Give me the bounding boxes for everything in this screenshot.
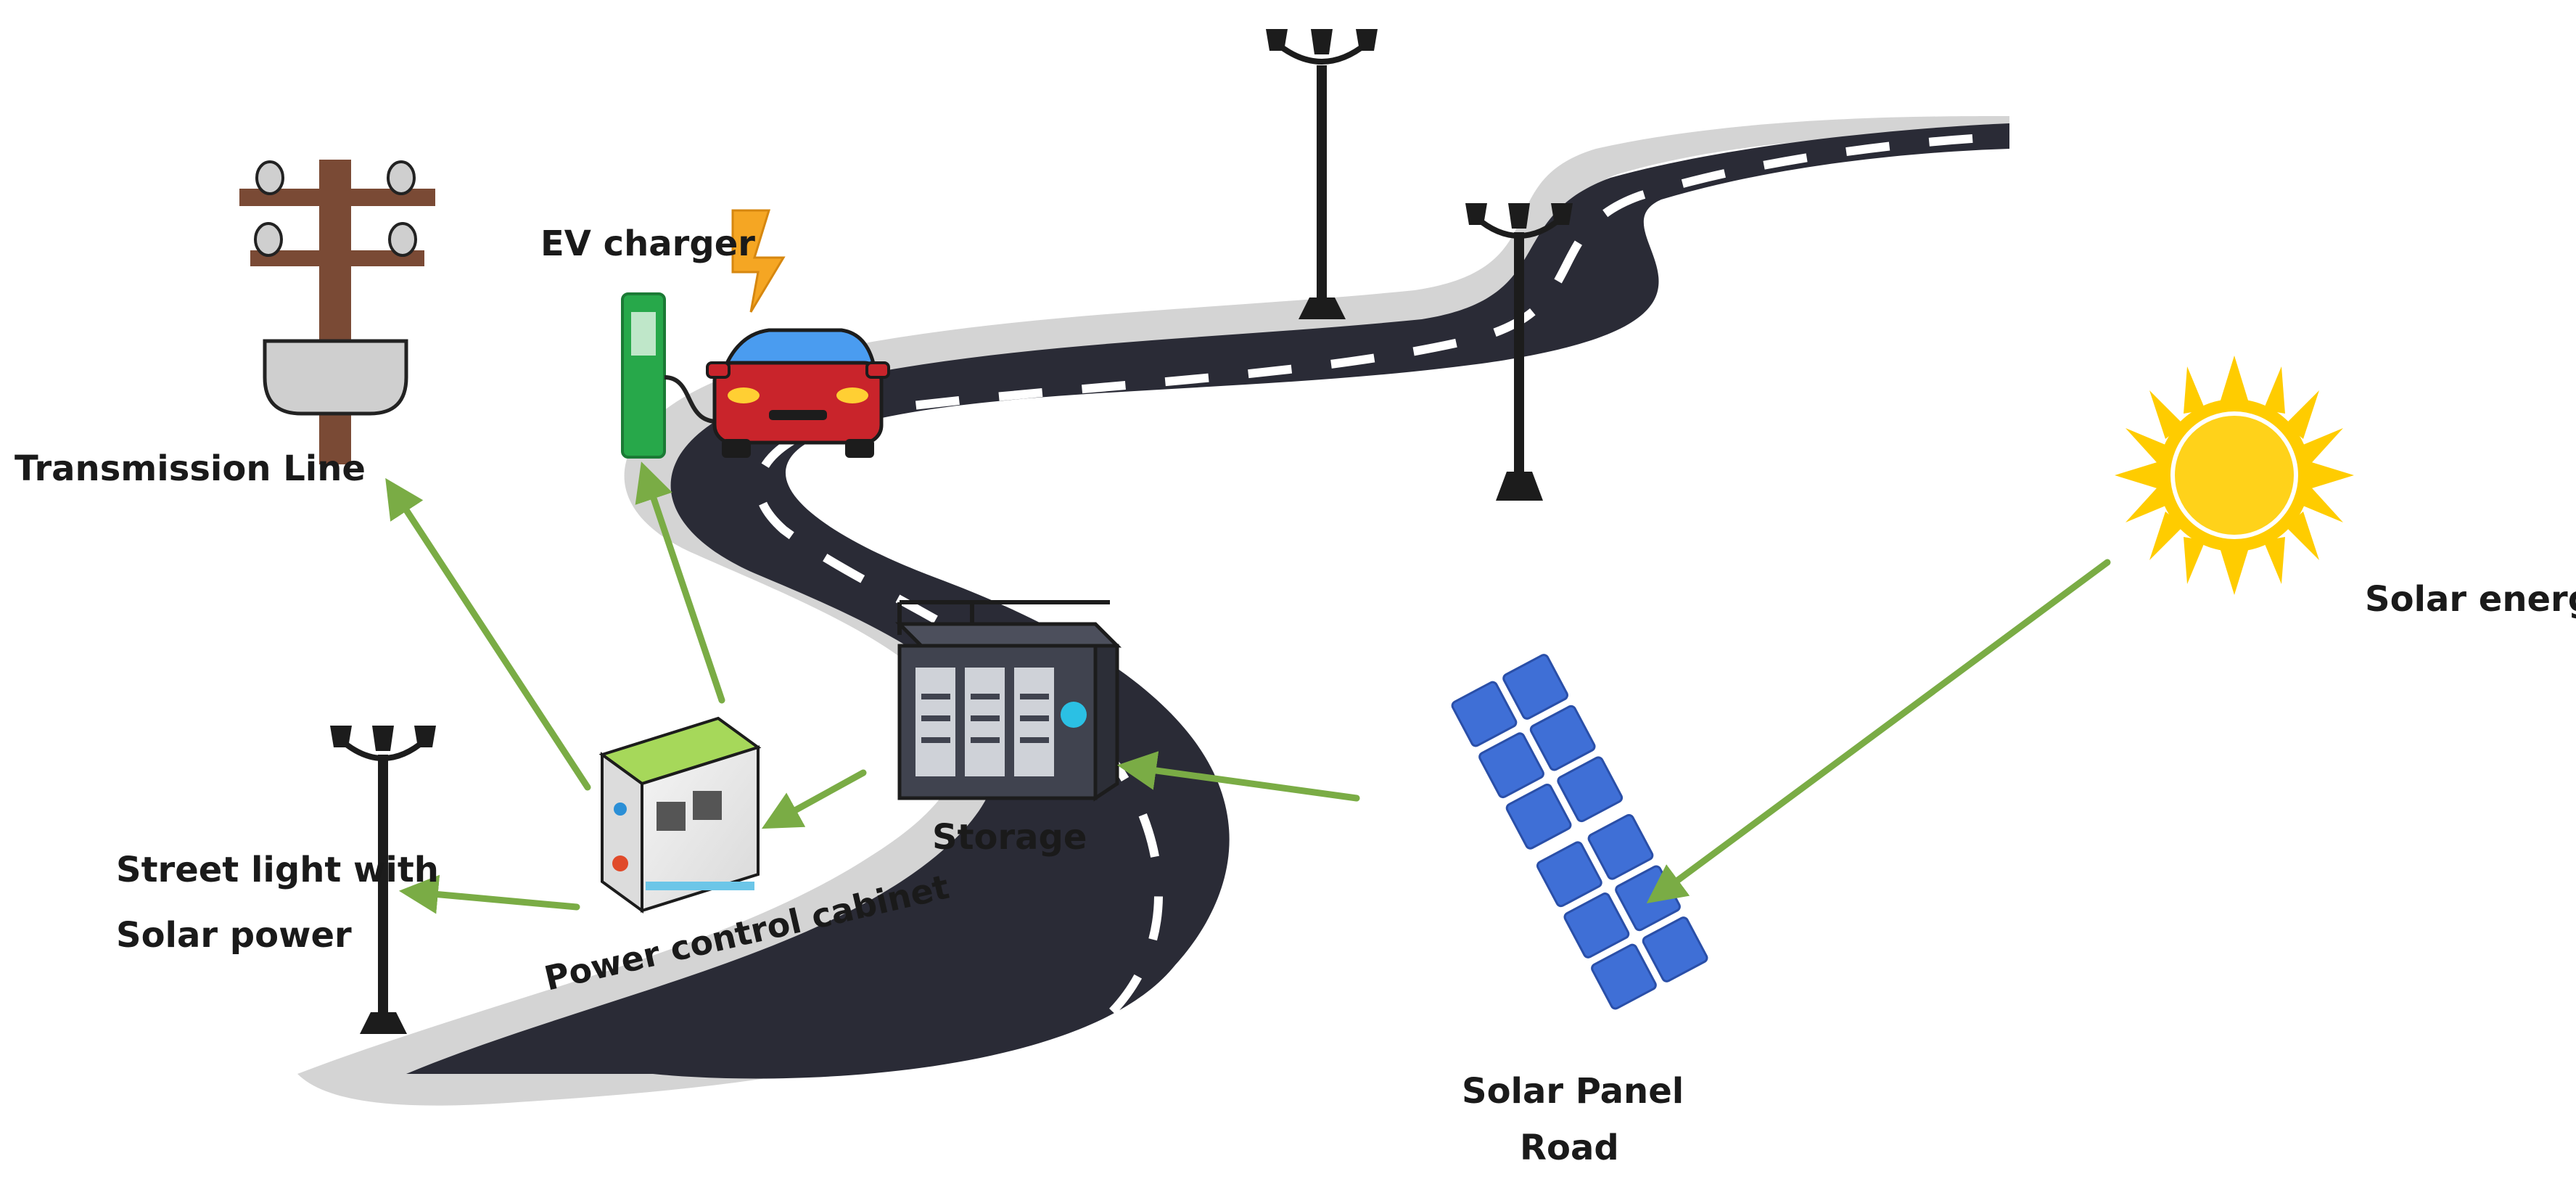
label-solar-energy: Solar energy [2365,579,2576,620]
label-storage: Storage [932,817,1087,858]
solar-panel-road-icon [1451,654,1708,1010]
label-street-light-line2: Solar power [116,915,352,956]
car-icon [706,328,890,458]
transmission-pole-icon [239,160,435,464]
arrow-sun-to-panel [1646,559,2111,903]
ev-charger-icon [621,292,726,459]
sun-icon [2115,356,2354,595]
label-transmission-line: Transmission Line [15,448,366,489]
arrow-cabinet-to-transmission [385,477,591,791]
flow-arrows [385,461,2111,914]
label-solar-panel-road-line1: Solar Panel [1462,1071,1684,1112]
arrow-panel-to-storage [1117,751,1360,802]
label-street-light-line1: Street light with [116,850,439,890]
arrow-cabinet-to-charger [635,461,725,704]
power-cabinet-icon [598,716,762,914]
label-ev-charger: EV charger [540,223,755,264]
arrow-cabinet-to-streetlight [398,874,580,914]
street-lamp-icon [1266,29,1378,319]
arrow-storage-to-cabinet [761,769,867,829]
road-shoulder [297,116,2009,1106]
street-lamp-icon [330,726,436,1034]
road-surface [406,123,2009,1079]
label-solar-panel-road-line2: Road [1520,1128,1619,1168]
lightning-bolt-icon [731,209,786,313]
battery-storage-icon [894,600,1122,802]
street-lamp-icon [1465,203,1573,501]
